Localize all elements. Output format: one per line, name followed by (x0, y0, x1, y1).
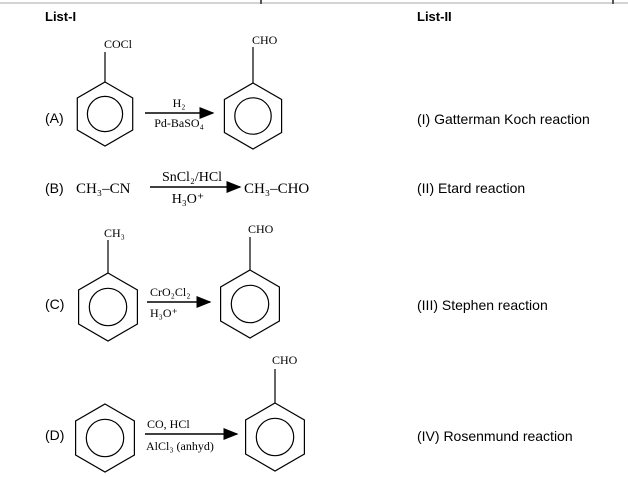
reagent-b-top: SnCl₂/HCl (162, 170, 222, 185)
reagent-c-bottom: H₃O⁺ (150, 306, 178, 320)
aromatic-circle (88, 287, 128, 327)
list2-item-2: (II) Etard reaction (417, 180, 526, 196)
reagent-d-bottom: AlCl₃ (anhyd) (146, 439, 214, 453)
benzene-ring-d-product (245, 402, 305, 472)
benzene-ring-d-reactant (74, 403, 135, 473)
benzene-ring-a-reactant (76, 81, 134, 147)
reagent-c-top: CrO₂Cl₂ (150, 285, 190, 299)
substituent-c-reactant: CH₃ (104, 226, 125, 240)
list2-item-4: (IV) Rosenmund reaction (417, 428, 573, 444)
reagent-b-bottom: H₃O⁺ (172, 192, 205, 207)
hexagon (76, 81, 134, 147)
substituent-a-product: CHO (252, 33, 278, 47)
aromatic-circle (234, 97, 272, 135)
top-border-mark (260, 0, 262, 4)
product-b: CH₃–CHO (244, 181, 309, 197)
substituent-c-product: CHO (248, 222, 274, 236)
reactant-b: CH₃–CN (76, 181, 131, 197)
substituent-d-product: CHO (272, 353, 298, 367)
label-d: (D) (45, 427, 65, 443)
benzene-ring-c-product (220, 269, 280, 339)
list2-header: List-II (417, 9, 452, 24)
aromatic-circle (85, 418, 125, 458)
benzene-ring-c-reactant (77, 272, 138, 342)
aromatic-circle (255, 417, 295, 457)
list2-item-3: (III) Stephen reaction (417, 297, 548, 313)
reagent-a-top: H₂ (173, 96, 186, 110)
label-b: (B) (45, 180, 64, 196)
hexagon (223, 82, 283, 150)
hexagon (220, 269, 280, 339)
list2-item-1: (I) Gatterman Koch reaction (417, 111, 590, 127)
hexagon (74, 403, 135, 473)
hexagon (245, 402, 305, 472)
top-border-mark (612, 0, 614, 4)
aromatic-circle (86, 95, 124, 133)
aromatic-circle (230, 284, 270, 324)
reagent-a-bottom: Pd-BaSO₄ (154, 116, 204, 130)
label-c: (C) (45, 296, 65, 312)
hexagon (77, 272, 138, 342)
benzene-ring-a-product (223, 82, 283, 150)
substituent-a-reactant: COCl (104, 37, 133, 51)
top-border (0, 2, 628, 4)
label-a: (A) (45, 110, 64, 126)
reagent-d-top: CO, HCl (147, 417, 190, 431)
list1-header: List-I (45, 9, 77, 24)
